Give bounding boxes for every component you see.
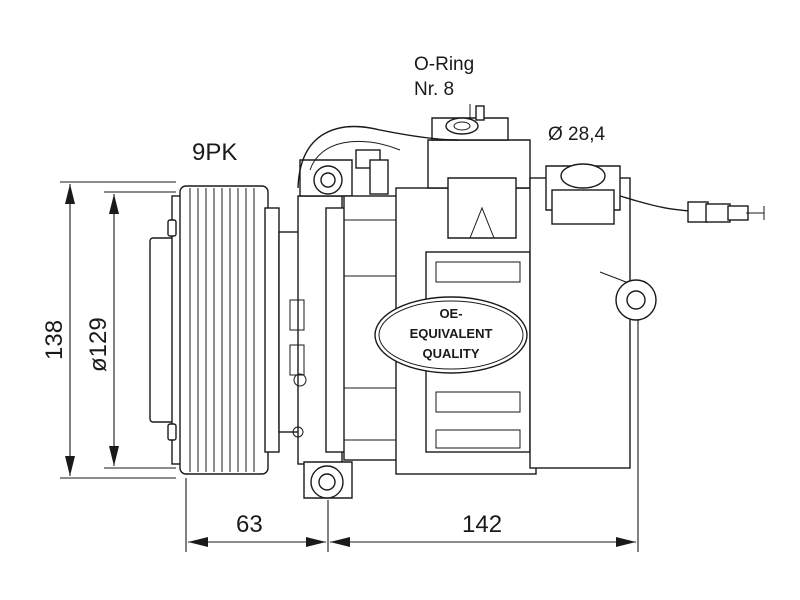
oring-label-line2: Nr. 8 (414, 79, 454, 100)
height-dimension-label: 138 (41, 320, 68, 360)
badge-line3: QUALITY (422, 346, 479, 361)
pulley-diameter-label: ø129 (85, 317, 112, 372)
port-diameter-label: Ø 28,4 (548, 124, 605, 145)
pulley-offset-label: 63 (236, 511, 263, 538)
pulley (149, 185, 280, 475)
front-housing (278, 159, 353, 499)
badge-line1: OE- (439, 306, 462, 321)
dimension-height (60, 181, 176, 479)
dimension-pulley-diameter (104, 191, 176, 469)
belt-profile-label: 9PK (192, 139, 237, 166)
oring-label-line1: O-Ring (414, 54, 474, 75)
oe-badge: OE- EQUIVALENT QUALITY (374, 296, 528, 374)
wiring-harness (297, 125, 765, 223)
dimension-horizontal (185, 320, 639, 552)
body-length-label: 142 (462, 511, 502, 538)
compressor-body (343, 105, 657, 475)
badge-line2: EQUIVALENT (410, 326, 493, 341)
